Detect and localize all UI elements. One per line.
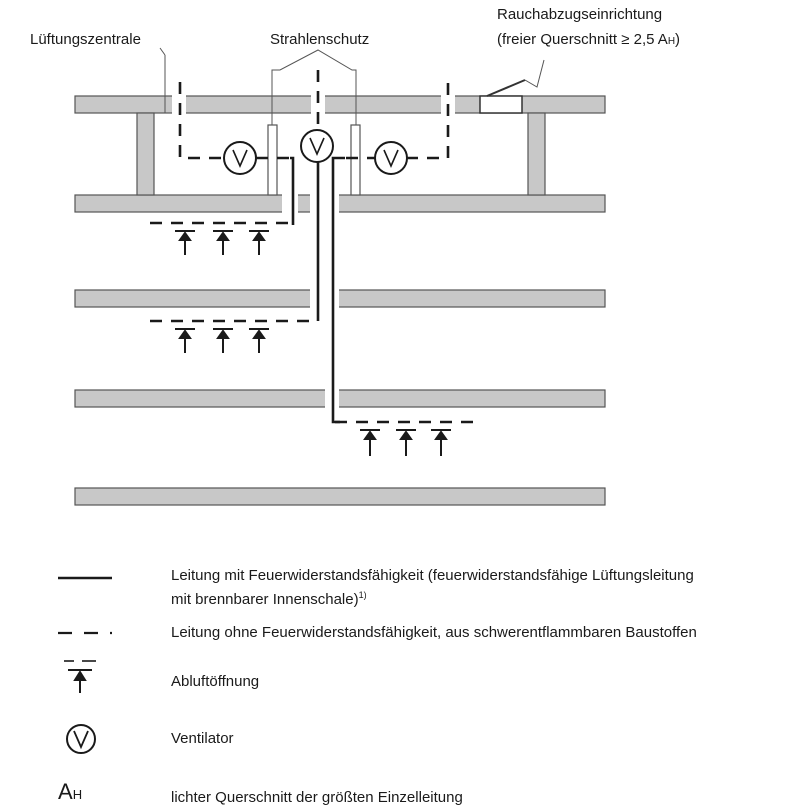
building-structure	[74, 95, 606, 506]
machine-room-wall-right	[527, 112, 546, 196]
label-rauchabzug: Rauchabzugseinrichtung	[497, 6, 662, 23]
fan-left-icon	[223, 141, 257, 175]
floor-slab-3	[74, 389, 606, 408]
legend-dashed-line-label: Leitung ohne Feuerwiderstandsfähigkeit, …	[171, 624, 697, 641]
dashed-ducts	[150, 70, 478, 424]
machine-room-floor-slab	[74, 194, 606, 213]
legend-solid-line-label: Leitung mit Feuerwiderstandsfähigkeit (f…	[171, 567, 694, 584]
label-strahlenschutz: Strahlenschutz	[270, 31, 369, 48]
label-lueftungszentrale: Lüftungszentrale	[30, 31, 141, 48]
roof-slab	[74, 95, 606, 114]
legend-ah-symbol: AH	[58, 779, 83, 804]
legend-exhaust-opening-icon	[64, 660, 96, 693]
fan-right-icon	[374, 141, 408, 175]
exhaust-openings	[175, 230, 451, 456]
solid-ducts	[290, 156, 345, 424]
legend-ah-label: lichter Querschnitt der größten Einzelle…	[171, 789, 463, 806]
legend-solid-line-label-2: mit brennbarer Innenschale)1)	[171, 590, 367, 608]
floor-slab-2	[74, 289, 606, 308]
machine-room-wall-left	[136, 112, 155, 196]
legend-fan-label: Ventilator	[171, 730, 234, 747]
floor-slab-4	[74, 487, 606, 506]
legend-exhaust-opening-label: Abluftöffnung	[171, 673, 260, 690]
legend-fan-icon	[66, 724, 96, 754]
fans	[223, 129, 408, 175]
smoke-exhaust-device	[479, 95, 523, 114]
label-rauchabzug-querschnitt: (freier Querschnitt ≥ 2,5 AH)	[497, 31, 680, 48]
fan-center-icon	[300, 129, 334, 163]
